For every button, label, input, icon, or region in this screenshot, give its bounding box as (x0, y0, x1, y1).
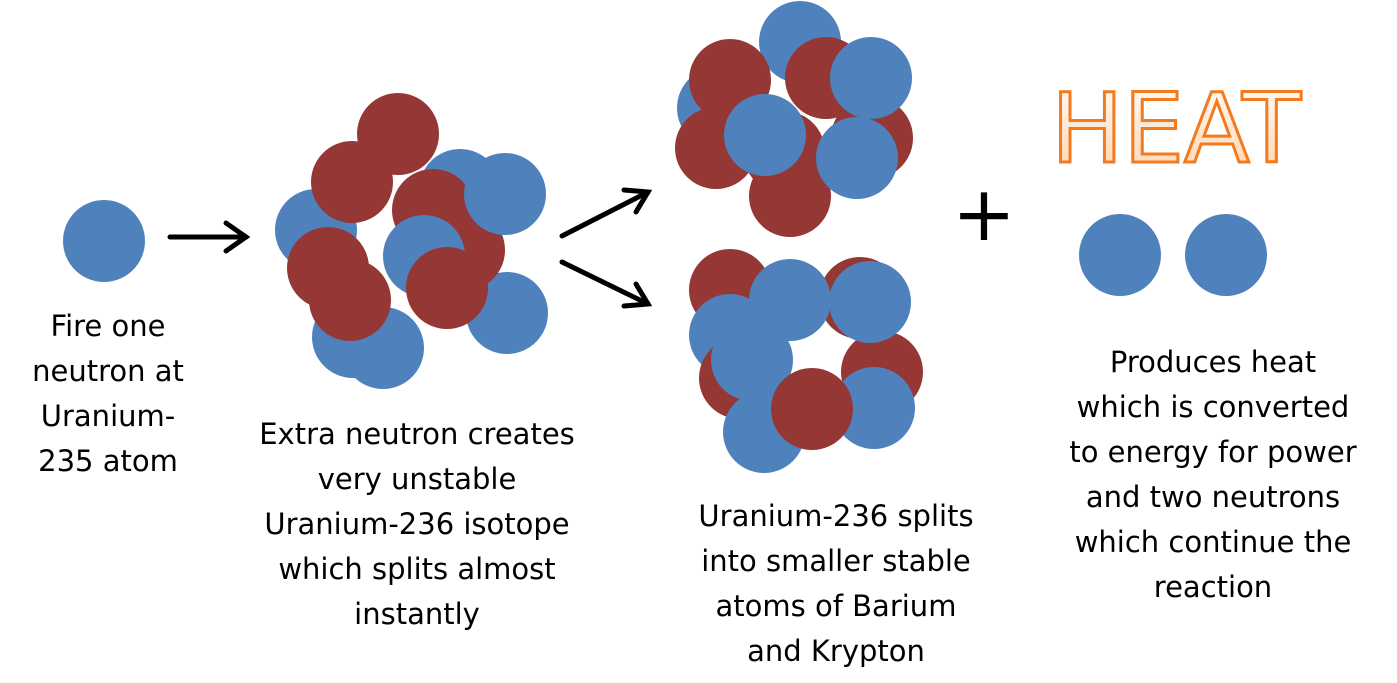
plus-sign: + (952, 169, 1016, 258)
krypton-nucleus (689, 249, 923, 473)
emitted-neutron (1079, 214, 1161, 296)
neutron (464, 153, 546, 235)
neutron (711, 319, 793, 401)
neutron (833, 367, 915, 449)
caption-heat-result: Produces heat which is converted to ener… (1069, 345, 1357, 604)
split-arrow-up (559, 187, 653, 239)
incoming-neutron (63, 200, 145, 282)
neutron (829, 261, 911, 343)
neutron (816, 117, 898, 199)
proton (357, 93, 439, 175)
caption-unstable-isotope: Extra neutron creates very unstable Uran… (259, 417, 575, 631)
arrow-right (167, 220, 251, 254)
uranium-236-nucleus (275, 93, 548, 389)
neutron (749, 259, 831, 341)
proton (771, 368, 853, 450)
barium-nucleus (675, 1, 913, 237)
emitted-neutron (1185, 214, 1267, 296)
caption-fire-neutron: Fire one neutron at Uranium- 235 atom (32, 309, 184, 478)
neutron (830, 37, 912, 119)
proton (406, 247, 488, 329)
proton (309, 259, 391, 341)
split-arrow-down (559, 259, 653, 309)
heat-label: HEAT (1051, 73, 1301, 185)
emitted-neutrons (1079, 214, 1267, 296)
caption-splits: Uranium-236 splits into smaller stable a… (698, 499, 974, 668)
neutron (724, 94, 806, 176)
